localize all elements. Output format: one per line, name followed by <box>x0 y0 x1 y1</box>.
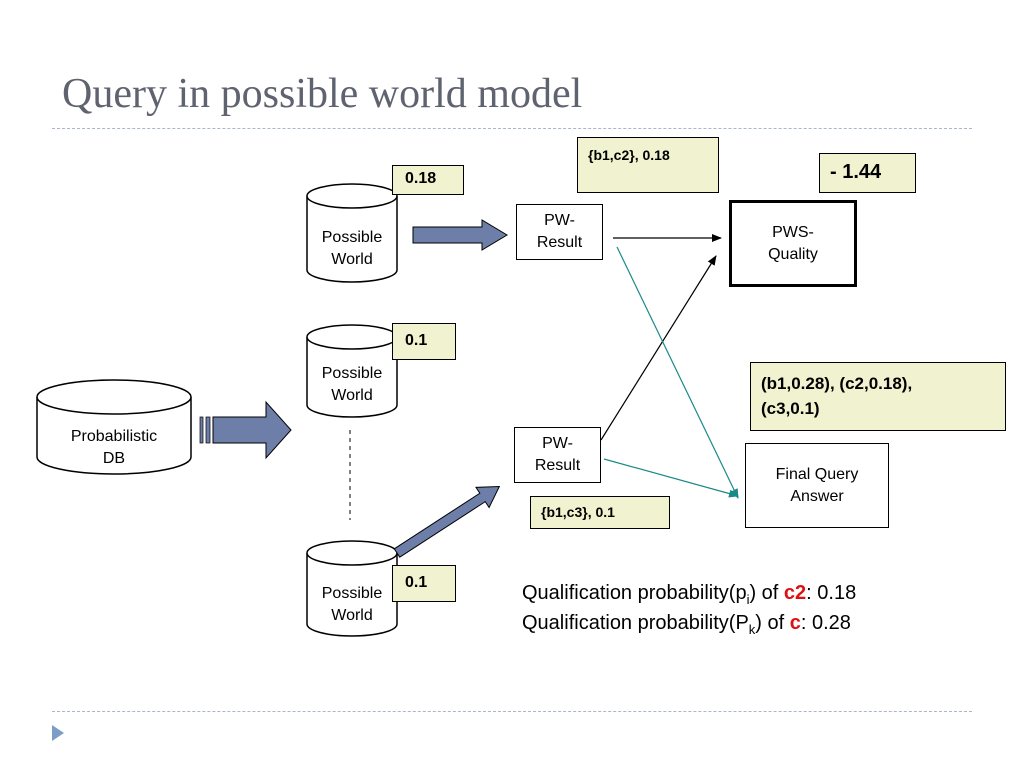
title-divider <box>52 128 972 129</box>
pws-quality-box: PWS- Quality <box>729 200 857 287</box>
result-tag-1: {b1,c2}, 0.18 <box>577 137 719 193</box>
qualification-2-sub: k <box>748 622 756 637</box>
final-answer-box: Final Query Answer <box>745 443 889 528</box>
possible-world-cylinder-2 <box>306 324 398 418</box>
pw-result-box-2: PW- Result <box>514 427 601 483</box>
qualification-2-prefix: Qualification probability(P <box>522 612 749 634</box>
slide-title: Query in possible world model <box>62 71 583 117</box>
result2-to-quality-line <box>600 255 717 441</box>
qualification-2-mid: ) of <box>755 612 790 634</box>
possible-world-label-2: Possible World <box>321 365 383 404</box>
qualification-1-mid: ) of <box>749 582 784 604</box>
possible-world-cylinder-3 <box>306 540 398 637</box>
world-prob-tag-3: 0.1 <box>392 565 456 602</box>
db-to-worlds-arrow <box>199 400 292 460</box>
result-tag-2: {b1,c3}, 0.1 <box>530 496 670 529</box>
world-prob-tag-1: 0.18 <box>392 165 464 195</box>
world-prob-tag-2: 0.1 <box>392 323 456 360</box>
result2-to-answer-line <box>603 458 739 498</box>
possible-world-label-3: Possible World <box>321 585 383 624</box>
world1-to-result-arrow <box>412 219 508 251</box>
qualification-1-highlight: c2 <box>783 582 807 604</box>
possible-world-label-1: Possible World <box>321 229 383 268</box>
qualification-1-sub: i <box>746 592 750 607</box>
pws-quality-value-tag: - 1.44 <box>819 153 916 193</box>
slide-nav-arrow-icon[interactable] <box>52 725 64 741</box>
qualification-2-suffix: : 0.28 <box>800 612 851 634</box>
qualification-1-suffix: : 0.18 <box>806 582 857 604</box>
qualification-line-1: Qualification probability(pi) of c2: 0.1… <box>522 582 856 607</box>
qualification-2-highlight: c <box>789 612 801 634</box>
footer-divider <box>52 711 972 712</box>
result1-to-answer-line <box>616 246 739 499</box>
pw-result-box-1: PW- Result <box>516 204 603 260</box>
probabilistic-db-label: Probabilistic DB <box>70 428 158 467</box>
qualification-1-prefix: Qualification probability(p <box>522 582 747 604</box>
final-answer-value-tag: (b1,0.28), (c2,0.18), (c3,0.1) <box>750 362 1006 431</box>
possible-world-cylinder-1 <box>306 183 398 283</box>
world3-to-result-arrow <box>393 486 501 558</box>
probabilistic-db-cylinder <box>36 379 192 475</box>
qualification-line-2: Qualification probability(Pk) of c: 0.28 <box>522 612 851 637</box>
